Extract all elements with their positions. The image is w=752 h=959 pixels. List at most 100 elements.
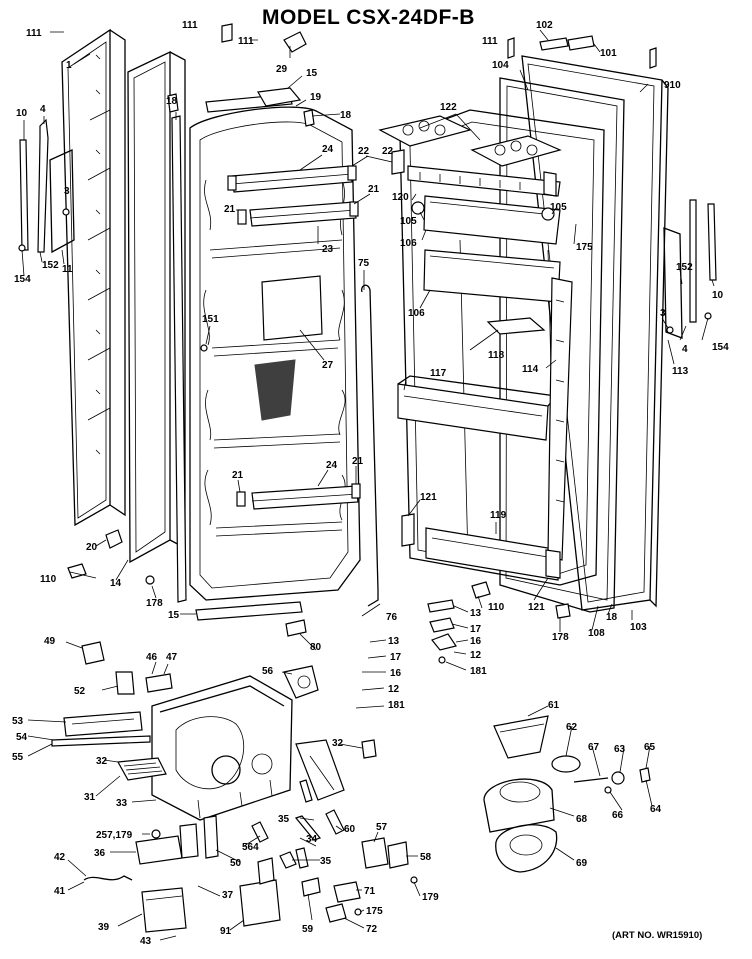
freezer-door-side-strip[interactable] — [171, 115, 187, 603]
callout-80: 80 — [310, 642, 322, 653]
ice-container-parts-right[interactable] — [483, 715, 651, 873]
solenoid-and-switch-parts[interactable] — [83, 815, 321, 933]
callout-17-b: 17 — [390, 652, 402, 663]
fresh-food-door-outer-panel[interactable] — [521, 55, 669, 611]
freezer-door-shelf-bar-upper[interactable] — [231, 165, 353, 193]
callout-178-b: 178 — [552, 632, 569, 643]
art-number: (ART NO. WR15910) — [612, 930, 703, 941]
callout-24-a: 24 — [322, 144, 334, 155]
freezer-door-shelf-bar-middle[interactable] — [249, 201, 357, 227]
callout-110-a: 110 — [40, 574, 57, 585]
fresh-food-small-parts[interactable] — [427, 35, 657, 664]
callout-105-b: 105 — [550, 202, 567, 213]
callout-111-a: 111 — [26, 28, 42, 39]
callout-20: 20 — [86, 542, 98, 553]
fresh-food-shelf-106-lower[interactable] — [423, 249, 561, 303]
freezer-small-parts[interactable] — [67, 23, 315, 637]
door-shelf-117[interactable] — [397, 375, 558, 441]
callout-71: 71 — [364, 886, 376, 897]
callout-15-a: 15 — [306, 68, 318, 79]
callout-152-a: 152 — [42, 260, 59, 271]
callout-111-d: 111 — [482, 36, 498, 47]
butter-dish-118[interactable] — [486, 317, 546, 335]
freezer-door-shelf-bar-lower[interactable] — [251, 485, 359, 510]
callout-121-b: 121 — [528, 602, 545, 613]
callout-17-a: 17 — [470, 624, 482, 635]
callout-18-b: 18 — [166, 96, 178, 107]
freezer-door-panel-27[interactable] — [261, 275, 323, 341]
callout-4-a: 4 — [40, 104, 46, 115]
callout-152-b: 152 — [676, 262, 693, 273]
callout-10-b: 10 — [712, 290, 724, 301]
callout-117: 117 — [430, 368, 447, 379]
callout-64: 64 — [650, 804, 662, 815]
motor-assembly-56[interactable] — [283, 665, 319, 699]
callout-3-b: 3 — [660, 308, 666, 319]
callout-63: 63 — [614, 744, 626, 755]
callout-61: 61 — [548, 700, 560, 711]
callout-120: 120 — [392, 192, 409, 203]
callout-35-a: 35 — [278, 814, 290, 825]
callout-108: 108 — [588, 628, 605, 639]
callout-118: 118 — [488, 350, 505, 361]
callout-37: 37 — [222, 890, 234, 901]
callout-19: 19 — [310, 92, 322, 103]
freezer-shelf-end-caps[interactable] — [227, 165, 361, 507]
egg-trays[interactable] — [378, 115, 562, 167]
freezer-liner-top-trim[interactable] — [205, 87, 302, 113]
dispenser-parts-left[interactable] — [51, 641, 173, 781]
callout-21-c: 21 — [232, 470, 244, 481]
callout-32-a: 32 — [96, 756, 108, 767]
fresh-food-hinge-parts-right[interactable] — [663, 199, 717, 339]
callout-3-a: 3 — [64, 186, 70, 197]
ice-maker-housing[interactable] — [151, 675, 293, 821]
callout-21-d: 21 — [352, 456, 364, 467]
callout-60: 60 — [344, 824, 356, 835]
callout-33: 33 — [116, 798, 128, 809]
callout-29: 29 — [276, 64, 288, 75]
callout-15-b: 15 — [168, 610, 180, 621]
callout-12-b: 12 — [388, 684, 400, 695]
callout-75: 75 — [358, 258, 370, 269]
callout-65: 65 — [644, 742, 656, 753]
callout-104: 104 — [492, 60, 509, 71]
chute-door-parts[interactable] — [295, 739, 377, 801]
callout-110-b: 110 — [488, 602, 505, 613]
callout-105-a: 105 — [400, 216, 417, 227]
freezer-liner-bottom-trim[interactable] — [195, 601, 303, 621]
callout-34: 34 — [306, 834, 318, 845]
callout-181-b: 181 — [388, 700, 405, 711]
callout-46: 46 — [146, 652, 158, 663]
callout-154-a: 154 — [14, 274, 31, 285]
callout-12-a: 12 — [470, 650, 482, 661]
callout-16-b: 16 — [390, 668, 402, 679]
callout-49: 49 — [44, 636, 56, 647]
callout-257-179: 257,179 — [96, 830, 133, 841]
callout-76: 76 — [386, 612, 398, 623]
freezer-wire-75[interactable] — [361, 284, 379, 607]
callout-119: 119 — [490, 510, 507, 521]
callout-23: 23 — [322, 244, 334, 255]
fresh-food-shelf-106-upper[interactable] — [423, 195, 561, 245]
fresh-food-side-strip-114[interactable] — [547, 277, 573, 561]
callout-13-a: 13 — [470, 608, 482, 619]
door-shelf-119[interactable] — [425, 527, 561, 581]
shelf-end-caps-right[interactable] — [391, 149, 561, 579]
callout-91: 91 — [220, 926, 232, 937]
callout-36: 36 — [94, 848, 106, 859]
callout-72: 72 — [366, 924, 378, 935]
dairy-compartment-120[interactable] — [407, 165, 561, 197]
callout-leaders — [21, 29, 715, 941]
callout-22-b: 22 — [382, 146, 394, 157]
callout-113: 113 — [672, 366, 689, 377]
callout-57: 57 — [376, 822, 388, 833]
callout-154-b: 154 — [712, 342, 729, 353]
switch-bracket-parts[interactable] — [325, 837, 418, 923]
callout-53: 53 — [12, 716, 24, 727]
callout-67: 67 — [588, 742, 600, 753]
freezer-door-outer-panel[interactable] — [61, 28, 126, 527]
callout-103: 103 — [630, 622, 647, 633]
freezer-hinge-parts-left[interactable] — [18, 118, 75, 254]
callout-175-a: 175 — [576, 242, 593, 253]
